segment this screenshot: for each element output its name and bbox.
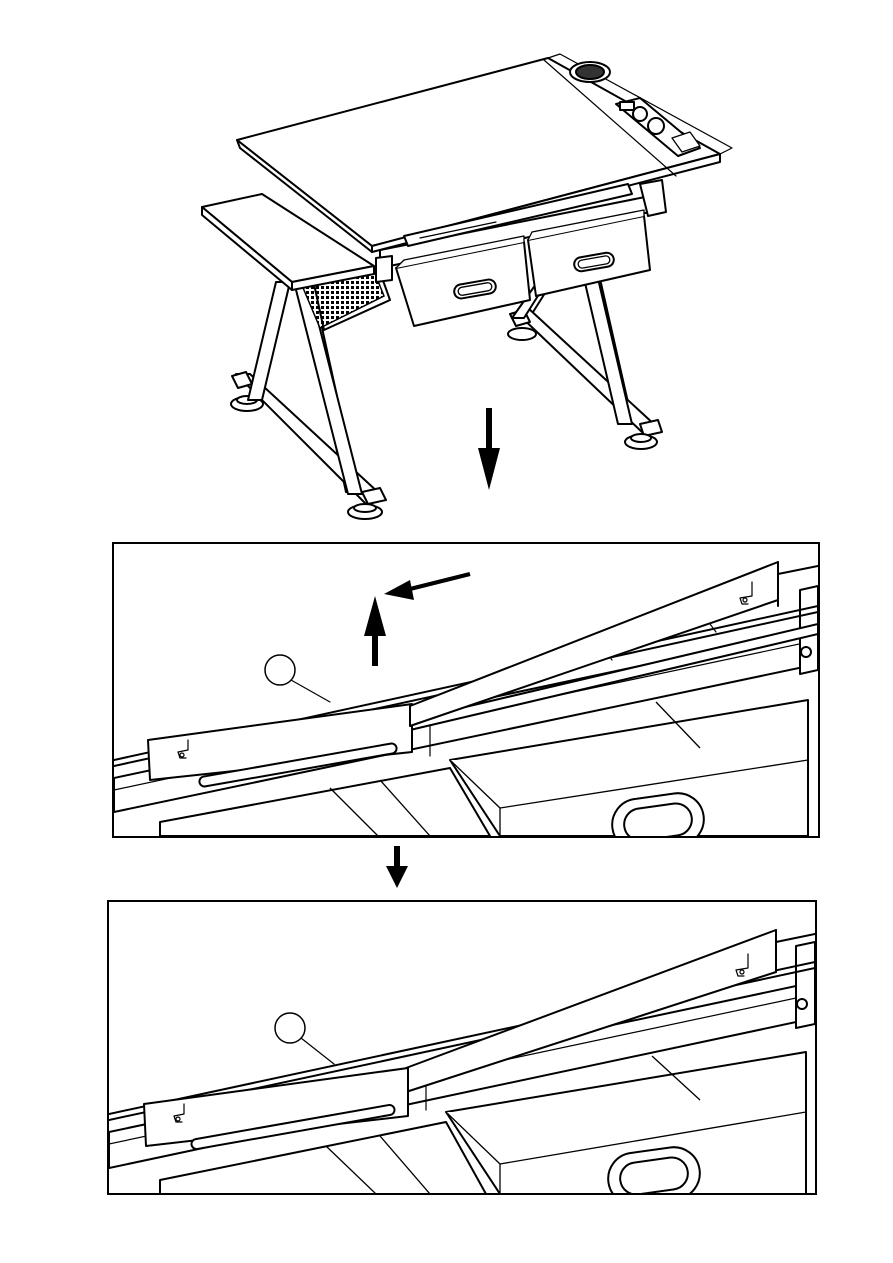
desk-illustration bbox=[202, 54, 732, 519]
desk-tabletop bbox=[237, 54, 732, 252]
desk-right-foot bbox=[508, 308, 662, 449]
arrow-down-2-icon bbox=[386, 846, 408, 888]
cup-holder-icon bbox=[570, 62, 610, 82]
detail-panel-1 bbox=[113, 543, 819, 854]
arrow-down-1-icon bbox=[478, 408, 500, 490]
detail-panel-2 bbox=[108, 901, 816, 1208]
